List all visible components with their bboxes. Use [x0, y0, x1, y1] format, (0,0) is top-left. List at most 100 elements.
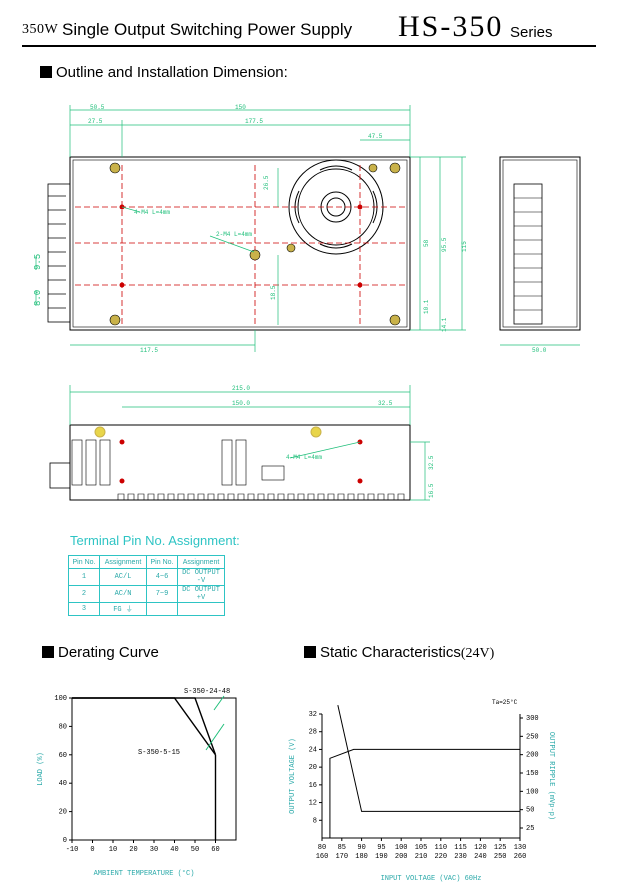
x-tick-label: 105	[415, 844, 428, 852]
dim-label: 177.5	[245, 118, 263, 125]
y-tick-label: 60	[59, 752, 67, 760]
table-row: 3 FG ⏚	[68, 602, 225, 616]
square-bullet-icon	[42, 646, 54, 658]
x-tick-label-bottom: 230	[454, 853, 467, 861]
dim-label: 115	[461, 241, 468, 252]
dim-label: 150.0	[232, 400, 250, 407]
y-tick-label: 12	[309, 800, 317, 808]
hole-note: 4-M4 L=4mm	[134, 209, 170, 216]
section-static-heading: Static Characteristics(24V)	[304, 644, 494, 662]
table-cell: DC OUTPUT -V	[177, 568, 225, 586]
section-derating-heading: Derating Curve	[42, 644, 159, 661]
table-cell: 4~6	[146, 568, 178, 586]
y-tick-label: 100	[54, 695, 67, 703]
table-cell: 1	[68, 568, 100, 586]
x-tick-label-bottom: 170	[335, 853, 348, 861]
table-header: Pin No.	[68, 555, 100, 569]
square-bullet-icon	[304, 646, 316, 658]
terminal-block	[47, 183, 71, 323]
x-tick-label: 115	[454, 844, 467, 852]
x-tick-label: 40	[170, 846, 178, 854]
y-tick-label: 24	[309, 746, 317, 754]
model-number: HS-350	[398, 10, 504, 43]
x-tick-label-bottom: 200	[395, 853, 408, 861]
y-tick-right-label: 50	[526, 807, 534, 815]
table-header: Assignment	[99, 555, 147, 569]
dim-label: 16.5	[428, 483, 435, 498]
dim-label: 215.0	[232, 385, 250, 392]
dim-label: 32.5	[428, 455, 435, 470]
section-static-suffix: (24V)	[460, 646, 495, 661]
x-tick-label: 30	[150, 846, 158, 854]
dim-label: 50.5	[90, 104, 105, 111]
hole-note: 4-M4 L=4mm	[286, 454, 322, 461]
x-axis-label: AMBIENT TEMPERATURE (°C)	[94, 869, 195, 878]
x-tick-label: 100	[395, 844, 408, 852]
table-row: 1 AC/L 4~6 DC OUTPUT -V	[68, 568, 225, 586]
table-cell	[146, 602, 178, 616]
y-tick-label: 8	[313, 817, 317, 825]
x-tick-label-bottom: 250	[494, 853, 507, 861]
y-axis-label: LOAD (%)	[37, 752, 45, 786]
dim-label: 150	[235, 104, 246, 111]
dimension-labels: 50.5 150 27.5 177.5 47.5 117.5 50.0 4-M4…	[88, 104, 547, 354]
table-cell: AC/N	[99, 585, 147, 603]
x-tick-label-bottom: 190	[375, 853, 388, 861]
table-header: Assignment	[177, 555, 225, 569]
document-title: Single Output Switching Power Supply	[62, 20, 353, 39]
x-tick-label: 95	[377, 844, 385, 852]
x-tick-label: 20	[129, 846, 137, 854]
x-tick-label-bottom: 220	[434, 853, 447, 861]
table-cell	[177, 602, 225, 616]
x-axis-label: INPUT VOLTAGE (VAC) 60Hz	[381, 875, 482, 883]
table-row: 2 AC/N 7~9 DC OUTPUT +V	[68, 585, 225, 603]
series-line	[72, 697, 217, 756]
x-tick-label: 90	[357, 844, 365, 852]
terminal-table-title: Terminal Pin No. Assignment:	[70, 533, 240, 548]
table-cell: DC OUTPUT +V	[177, 585, 225, 603]
static-characteristics-chart: 8121620242832255010015020025030080160851…	[289, 699, 555, 883]
y-tick-label: 40	[59, 780, 67, 788]
y-tick-right-label: 100	[526, 788, 539, 796]
x-tick-label: 0	[90, 846, 94, 854]
outline-drawing: 50.5 150 27.5 177.5 47.5 117.5 50.0 4-M4…	[33, 104, 581, 501]
dim-label: 47.5	[368, 133, 383, 140]
y-tick-label: 32	[309, 711, 317, 719]
series-label: Series	[510, 24, 553, 41]
series-line	[337, 705, 520, 812]
dim-label: 50.0	[532, 347, 547, 354]
dim-label: 58	[423, 239, 430, 247]
plot-frame	[71, 697, 237, 841]
y-tick-right-label: 200	[526, 752, 539, 760]
series-line	[329, 748, 520, 838]
dim-label: 10.1	[423, 299, 430, 314]
x-tick-label: 120	[474, 844, 487, 852]
table-cell: 7~9	[146, 585, 178, 603]
header-rule	[22, 45, 596, 47]
table-cell: AC/L	[99, 568, 147, 586]
y-tick-right-label: 250	[526, 733, 539, 741]
table-cell: FG ⏚	[99, 602, 147, 616]
series-label: S-350-24-48	[184, 688, 230, 696]
table-cell: 3	[68, 602, 100, 616]
section-outline-label: Outline and Installation Dimension:	[56, 64, 288, 81]
x-tick-label-bottom: 210	[415, 853, 428, 861]
section-static-label: Static Characteristics	[320, 644, 461, 661]
y-axis-right-label: OUTPUT RIPPLE (mVp-p)	[547, 732, 555, 820]
x-tick-label: 125	[494, 844, 507, 852]
x-tick-label: 110	[434, 844, 447, 852]
bottom-view	[49, 424, 411, 501]
series-line	[72, 697, 217, 756]
section-derating-label: Derating Curve	[58, 644, 159, 661]
y-tick-right-label: 150	[526, 770, 539, 778]
section-outline-heading: Outline and Installation Dimension:	[40, 64, 288, 81]
x-tick-label: -10	[66, 846, 79, 854]
table-header: Pin No.	[146, 555, 178, 569]
top-view-inner	[72, 159, 408, 328]
x-tick-label: 85	[338, 844, 346, 852]
y-tick-label: 20	[59, 809, 67, 817]
dim-label: 18.5	[270, 285, 277, 300]
dim-label: 117.5	[140, 347, 158, 354]
x-tick-label: 10	[109, 846, 117, 854]
